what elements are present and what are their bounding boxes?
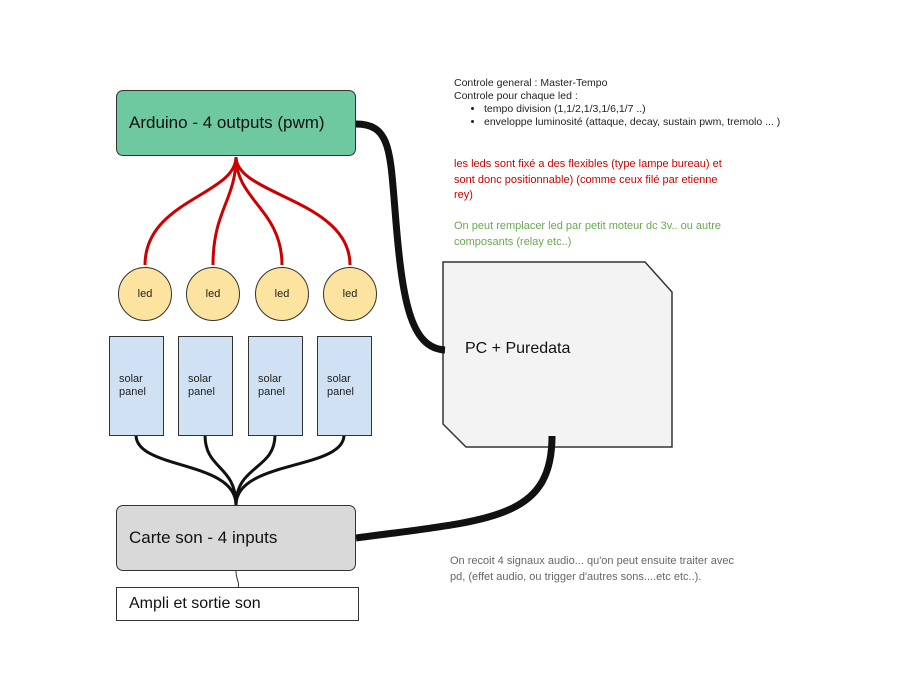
led-label: led — [342, 288, 358, 300]
panel-label-line2: panel — [188, 386, 215, 398]
grey-note: On recoit 4 signaux audio... qu'on peut … — [450, 555, 734, 583]
panel-label-line2: panel — [327, 386, 354, 398]
panel-label-line2: panel — [119, 386, 146, 398]
carte-son-label: Carte son - 4 inputs — [129, 528, 278, 547]
led-1: led — [118, 267, 172, 321]
control-notes: Controle general : Master-Tempo Controle… — [454, 77, 780, 129]
panel-label-line1: solar — [327, 373, 351, 385]
ampli-box: Ampli et sortie son — [116, 587, 359, 621]
wire-panel-3 — [234, 434, 277, 506]
arduino-led-wires — [143, 156, 352, 266]
solar-panel-1: solar panel — [109, 336, 164, 436]
red-note: les leds sont fixé a des flexibles (type… — [454, 158, 722, 201]
led-4: led — [323, 267, 377, 321]
wire-led-3 — [234, 156, 284, 266]
led-label: led — [205, 288, 221, 300]
wire-panel-2 — [203, 434, 238, 506]
wire-panel-1 — [134, 434, 238, 506]
notes-line-2: Controle pour chaque led : — [454, 90, 578, 102]
wire-pc-carte — [355, 435, 556, 542]
notes-bullet-list: tempo division (1,1/2,1/3,1/6,1/7 ..) en… — [454, 103, 780, 129]
arduino-label: Arduino - 4 outputs (pwm) — [129, 113, 325, 132]
notes-bullet: tempo division (1,1/2,1/3,1/6,1/7 ..) — [484, 103, 780, 116]
panel-label-line1: solar — [188, 373, 212, 385]
panel-label-line1: solar — [258, 373, 282, 385]
panel-label-line2: panel — [258, 386, 285, 398]
ampli-label: Ampli et sortie son — [129, 595, 261, 612]
panel-label-line1: solar — [119, 373, 143, 385]
wire-led-1 — [143, 156, 238, 266]
carte-son-box: Carte son - 4 inputs — [116, 505, 356, 571]
led-2: led — [186, 267, 240, 321]
arduino-box: Arduino - 4 outputs (pwm) — [116, 90, 356, 156]
notes-bullet: enveloppe luminosité (attaque, decay, su… — [484, 116, 780, 129]
led-label: led — [137, 288, 153, 300]
pc-puredata-box — [442, 261, 673, 448]
solar-panel-4: solar panel — [317, 336, 372, 436]
wire-led-2 — [211, 156, 238, 266]
wire-led-4 — [234, 156, 352, 266]
wire-carte-ampli — [235, 570, 240, 589]
led-3: led — [255, 267, 309, 321]
wire-panel-4 — [234, 434, 346, 506]
notes-line-1: Controle general : Master-Tempo — [454, 77, 608, 89]
solar-panel-2: solar panel — [178, 336, 233, 436]
panel-carte-wires — [134, 434, 346, 506]
wire-arduino-pc — [355, 120, 446, 354]
green-note: On peut remplacer led par petit moteur d… — [454, 220, 721, 248]
led-label: led — [274, 288, 290, 300]
pc-puredata-label: PC + Puredata — [465, 340, 571, 357]
solar-panel-3: solar panel — [248, 336, 303, 436]
